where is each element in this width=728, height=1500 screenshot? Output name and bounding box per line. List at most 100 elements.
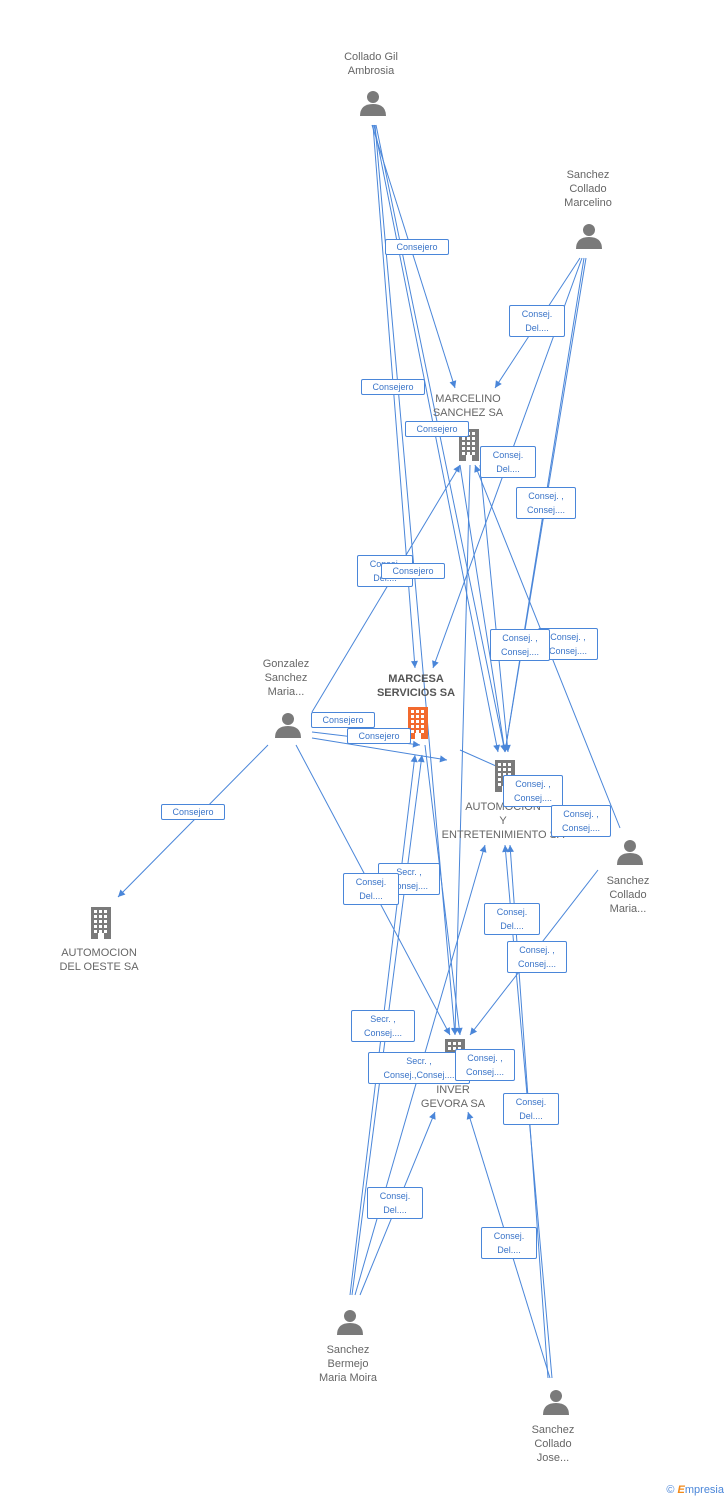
relation-label[interactable]: Consejero — [347, 728, 411, 744]
node-label-line: MARCESA — [388, 673, 444, 685]
relation-label-line: Del.... — [497, 1245, 521, 1255]
relation-label[interactable]: Consej. ,Consej.... — [503, 775, 563, 807]
relation-label-line: Consejero — [392, 566, 434, 576]
relation-label-line: Consej.... — [517, 959, 557, 969]
relation-label-line: Del.... — [525, 323, 549, 333]
relation-label-line: Consejero — [396, 242, 438, 252]
relation-label-line: Consej. — [355, 877, 387, 887]
arrowhead — [493, 744, 501, 752]
relation-label[interactable]: Consej. Del.... — [343, 873, 399, 905]
node-label-line: Sanchez — [566, 169, 610, 181]
relation-label-line: Del.... — [519, 1111, 543, 1121]
node-label-line: Collado Gil — [344, 51, 398, 63]
relation-label-line: Consej.... — [500, 647, 540, 657]
relation-label-line: Consej.... — [513, 793, 553, 803]
arrowhead — [412, 740, 420, 748]
relation-label[interactable]: Consejero — [311, 712, 375, 728]
relation-label[interactable]: Secr. , Consej.... — [351, 1010, 415, 1042]
relation-label[interactable]: Consejero — [361, 379, 425, 395]
relation-label[interactable]: Consejero — [381, 563, 445, 579]
relation-label[interactable]: Consej. ,Consej.... — [507, 941, 567, 973]
relation-label[interactable]: Consej. ,Consej.... — [516, 487, 576, 519]
node-label-line: Marcelino — [564, 197, 612, 209]
relation-label-line: Consejero — [372, 382, 414, 392]
relation-label-line: Consej.... — [465, 1067, 505, 1077]
relation-label[interactable]: Consej.Del.... — [367, 1187, 423, 1219]
relation-label[interactable]: Consej. , Consej.... — [551, 805, 611, 837]
relation-label-line: Secr. , — [370, 1014, 396, 1024]
node-label-marcesa[interactable]: MARCESA SERVICIOS SA — [361, 672, 471, 700]
building-icon[interactable] — [459, 429, 479, 461]
relation-label-line: Consej.... — [389, 881, 429, 891]
brand-name: mpresia — [684, 1484, 724, 1496]
person-icon[interactable] — [576, 224, 602, 249]
arrowhead — [502, 845, 510, 853]
relation-label[interactable]: Consej.Del.... — [503, 1093, 559, 1125]
relation-label[interactable]: Secr. ,Consej.,Consej.... — [368, 1052, 470, 1084]
relation-label[interactable]: Consej. Del.... — [481, 1227, 537, 1259]
relation-label-line: Consej. , — [528, 491, 564, 501]
brand-watermark: © Empresia — [666, 1484, 724, 1496]
building-icon[interactable] — [408, 707, 428, 739]
arrowhead — [449, 380, 457, 388]
relation-label-line: Secr. , — [406, 1056, 432, 1066]
edge-2 — [373, 124, 501, 753]
arrowhead — [439, 755, 447, 763]
node-label-line: Ambrosia — [347, 65, 395, 77]
relation-label[interactable]: Consejero — [405, 421, 469, 437]
node-label-line: Collado — [609, 889, 647, 901]
relation-label-line: Consej.... — [363, 1028, 403, 1038]
relation-label-line: Consej.... — [561, 823, 601, 833]
relation-label-line: Consej.... — [548, 646, 588, 656]
edge-17 — [479, 464, 511, 753]
edge-15 — [459, 464, 508, 753]
edge-10 — [311, 737, 448, 763]
node-label-line: Bermejo — [327, 1358, 369, 1370]
node-label-line: Maria... — [267, 686, 305, 698]
edge-26 — [424, 744, 463, 1036]
relation-label-line: Consejero — [358, 731, 400, 741]
relation-label-line: Consej. , — [563, 809, 599, 819]
arrowhead — [455, 1027, 463, 1035]
edge-0 — [371, 124, 457, 389]
building-icon[interactable] — [91, 907, 111, 939]
relation-label[interactable]: Consejero — [161, 804, 225, 820]
relation-label-line: Del.... — [359, 891, 383, 901]
edge-14 — [311, 464, 461, 713]
relation-label-line: Consejero — [172, 807, 214, 817]
person-icon[interactable] — [360, 91, 386, 116]
person-icon[interactable] — [337, 1310, 363, 1335]
arrowhead — [118, 889, 126, 897]
relation-label-line: Consej. — [496, 907, 528, 917]
node-label-line: ENTRETENIMIENTO SA — [441, 829, 565, 841]
node-label-line: Sanchez — [326, 1344, 370, 1356]
person-icon[interactable] — [275, 713, 301, 738]
arrowhead — [432, 660, 439, 668]
arrowhead — [410, 755, 418, 763]
person-icon[interactable] — [617, 840, 643, 865]
relation-label-line: Consej. — [379, 1191, 411, 1201]
relation-label-line: Consej. , — [467, 1053, 503, 1063]
relation-label[interactable]: Consej.Del.... — [509, 305, 565, 337]
person-icon[interactable] — [543, 1390, 569, 1415]
relation-label[interactable]: Consejero — [385, 239, 449, 255]
arrowhead — [470, 1027, 478, 1035]
relation-label-line: Consej. , — [502, 633, 538, 643]
relation-label[interactable]: Consej.Del.... — [484, 903, 540, 935]
relation-label[interactable]: Consej. , Consej.... — [455, 1049, 515, 1081]
node-label-line: SERVICIOS SA — [376, 687, 456, 699]
relation-label-line: Consej. — [493, 1231, 525, 1241]
relation-label[interactable]: Consej. , Consej.... — [490, 629, 550, 661]
arrowhead — [466, 1112, 474, 1120]
edge-4 — [375, 124, 508, 753]
relation-label[interactable]: Consej.Del.... — [480, 446, 536, 478]
